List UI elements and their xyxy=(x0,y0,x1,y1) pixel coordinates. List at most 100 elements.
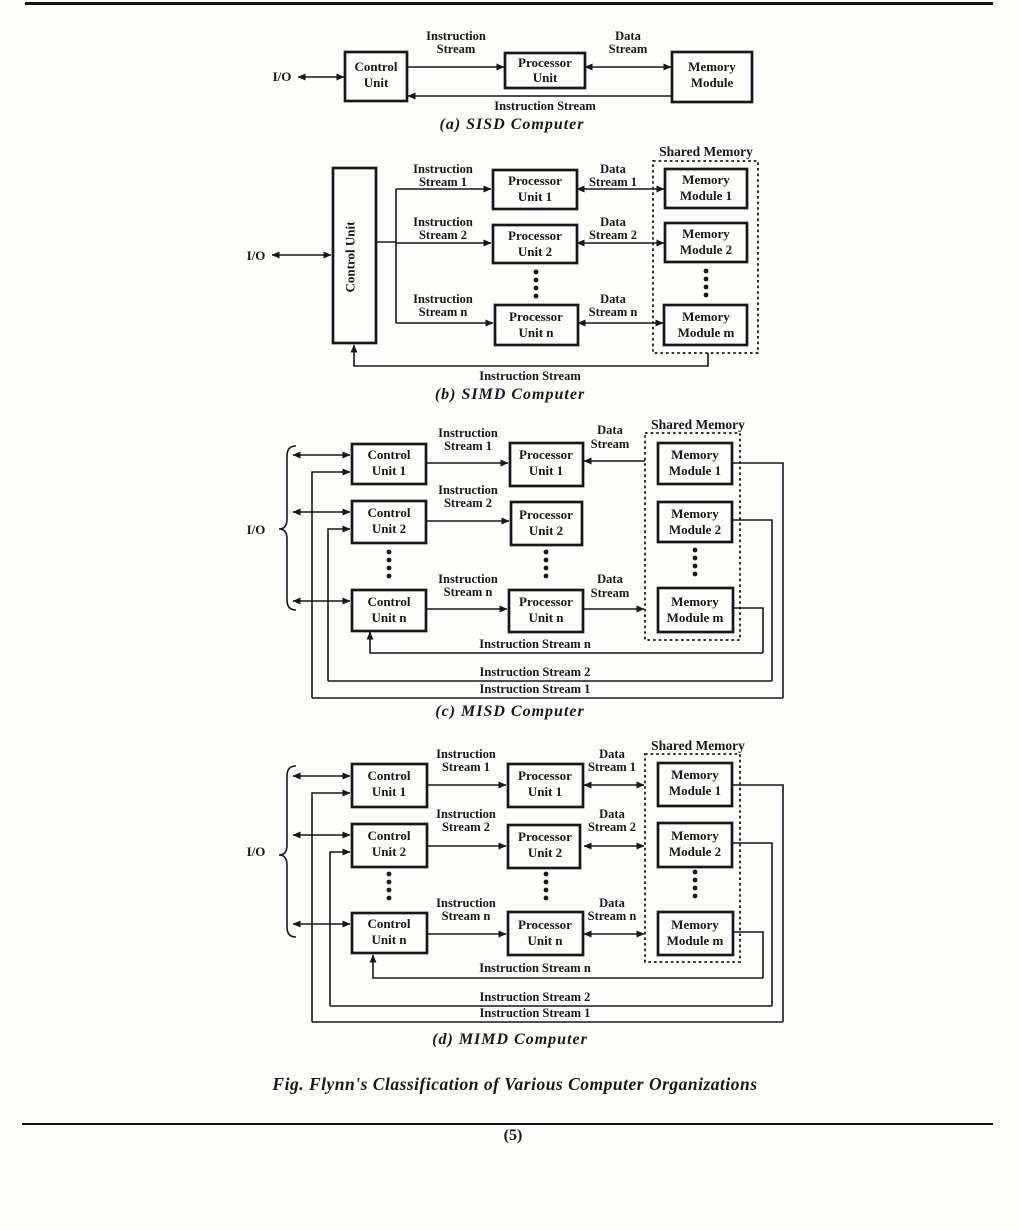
instruction-stream-n-return xyxy=(369,954,763,979)
memory-module-box xyxy=(663,221,749,264)
instruction-stream-n-label: Instruction Stream n xyxy=(479,961,591,975)
instruction-stream-label: Stream 1 xyxy=(444,439,492,453)
data-stream-label: Stream xyxy=(591,586,630,600)
data-stream-label: Stream xyxy=(591,437,630,451)
data-stream-label: Data xyxy=(615,29,641,43)
instruction-stream-label: Stream n xyxy=(419,305,468,319)
memory-module-label: Memory xyxy=(671,506,719,521)
memory-module-label: Memory xyxy=(671,767,719,782)
data-stream-label: Stream 2 xyxy=(588,820,636,834)
processor-unit-label: Processor xyxy=(519,447,573,462)
instruction-return-feed-arrow xyxy=(329,848,351,1006)
ellipsis-dots xyxy=(386,549,392,579)
memory-return-line xyxy=(732,462,784,698)
control-unit-label: Unit 1 xyxy=(372,784,406,799)
shared-memory-label: Shared Memory xyxy=(659,144,753,159)
instruction-stream-label: Stream 2 xyxy=(444,496,492,510)
processor-unit-box xyxy=(506,910,585,957)
processor-unit-label: Processor xyxy=(518,768,572,783)
instruction-stream-2-label: Instruction Stream 2 xyxy=(480,665,591,679)
io-brace xyxy=(278,765,297,938)
data-stream-label: Data xyxy=(597,572,623,586)
memory-module-label: Memory xyxy=(671,594,719,609)
processor-unit-label: Processor xyxy=(518,55,572,70)
simd-diagram: I/O Control Unit Instruction Stream 1 In… xyxy=(247,144,759,403)
processor-unit-label: Unit 1 xyxy=(529,463,563,478)
instruction-stream-label: Instruction xyxy=(438,426,498,440)
processor-unit-label: Processor xyxy=(509,309,563,324)
memory-module-label: Module 2 xyxy=(669,844,721,859)
processor-unit-label: Processor xyxy=(508,173,562,188)
simd-caption: (b) SIMD Computer xyxy=(435,386,585,403)
instruction-stream-return-label: Instruction Stream xyxy=(494,99,596,113)
processor-unit-box xyxy=(509,500,584,547)
processor-unit-label: Processor xyxy=(518,917,572,932)
top-rule xyxy=(25,2,993,5)
mimd-caption: (d) MIMD Computer xyxy=(432,1031,588,1048)
instruction-stream-label: Instruction xyxy=(438,572,498,586)
memory-module-label: Module xyxy=(691,75,734,90)
figure-caption: Fig. Flynn's Classification of Various C… xyxy=(272,1074,758,1094)
ellipsis-dots xyxy=(533,269,539,299)
data-stream-label: Stream n xyxy=(589,305,638,319)
control-unit-box xyxy=(350,911,429,955)
control-unit-label: Control xyxy=(367,828,410,843)
memory-module-box xyxy=(656,821,734,869)
data-stream-label: Stream 1 xyxy=(589,175,637,189)
memory-module-box xyxy=(656,910,735,957)
ellipsis-dots xyxy=(703,268,709,298)
control-unit-box xyxy=(331,166,378,345)
memory-return-line xyxy=(733,607,764,653)
processor-unit-label: Unit 2 xyxy=(528,845,562,860)
instruction-stream-label: Stream 2 xyxy=(442,820,490,834)
data-stream-label: Data xyxy=(597,423,623,437)
sisd-caption: (a) SISD Computer xyxy=(439,116,584,133)
instruction-stream-label: Stream 2 xyxy=(419,228,467,242)
control-unit-label: Unit n xyxy=(371,610,407,625)
processor-unit-label: Unit 1 xyxy=(528,784,562,799)
processor-unit-label: Unit n xyxy=(528,610,564,625)
memory-module-label: Memory xyxy=(682,226,730,241)
fanout-line xyxy=(376,189,397,323)
processor-unit-label: Unit 2 xyxy=(529,523,563,538)
misd-caption: (c) MISD Computer xyxy=(435,703,584,720)
memory-module-box xyxy=(663,167,749,210)
memory-module-label: Module m xyxy=(667,610,724,625)
instruction-return-feed-arrow xyxy=(327,525,351,681)
memory-module-label: Memory xyxy=(682,309,730,324)
processor-unit-box xyxy=(508,441,585,488)
memory-module-label: Memory xyxy=(671,828,719,843)
control-unit-box xyxy=(350,499,428,545)
memory-module-box xyxy=(656,586,735,634)
io-label: I/O xyxy=(247,522,266,537)
memory-module-label: Module m xyxy=(678,325,735,340)
control-unit-label: Unit n xyxy=(371,932,407,947)
control-unit-label: Unit 2 xyxy=(372,521,406,536)
data-stream-label: Stream 2 xyxy=(589,228,637,242)
processor-unit-label: Processor xyxy=(519,594,573,609)
processor-unit-label: Processor xyxy=(519,507,573,522)
instruction-stream-1-label: Instruction Stream 1 xyxy=(480,682,591,696)
data-stream-label: Data xyxy=(599,747,625,761)
control-unit-label: Unit 1 xyxy=(372,463,406,478)
control-unit-label: Unit xyxy=(364,75,389,90)
memory-module-label: Module 1 xyxy=(669,783,721,798)
instruction-stream-1-label: Instruction Stream 1 xyxy=(480,1006,591,1020)
control-unit-label: Control xyxy=(367,505,410,520)
memory-module-label: Memory xyxy=(671,447,719,462)
instruction-stream-return-arrow xyxy=(350,344,709,367)
memory-module-label: Module 1 xyxy=(680,188,732,203)
processor-unit-label: Unit 2 xyxy=(518,244,552,259)
instruction-stream-label: Stream xyxy=(437,42,476,56)
shared-memory-label: Shared Memory xyxy=(651,417,745,432)
instruction-return-feed-arrow xyxy=(311,789,351,1022)
instruction-stream-label: Instruction xyxy=(413,162,473,176)
instruction-stream-label: Instruction xyxy=(426,29,486,43)
control-unit-label: Control xyxy=(367,447,410,462)
instruction-stream-label: Instruction xyxy=(413,292,473,306)
processor-unit-label: Unit n xyxy=(527,933,563,948)
data-stream-label: Stream 1 xyxy=(588,760,636,774)
data-stream-label: Stream xyxy=(609,42,648,56)
control-unit-label: Control xyxy=(354,59,397,74)
io-label: I/O xyxy=(273,69,292,84)
